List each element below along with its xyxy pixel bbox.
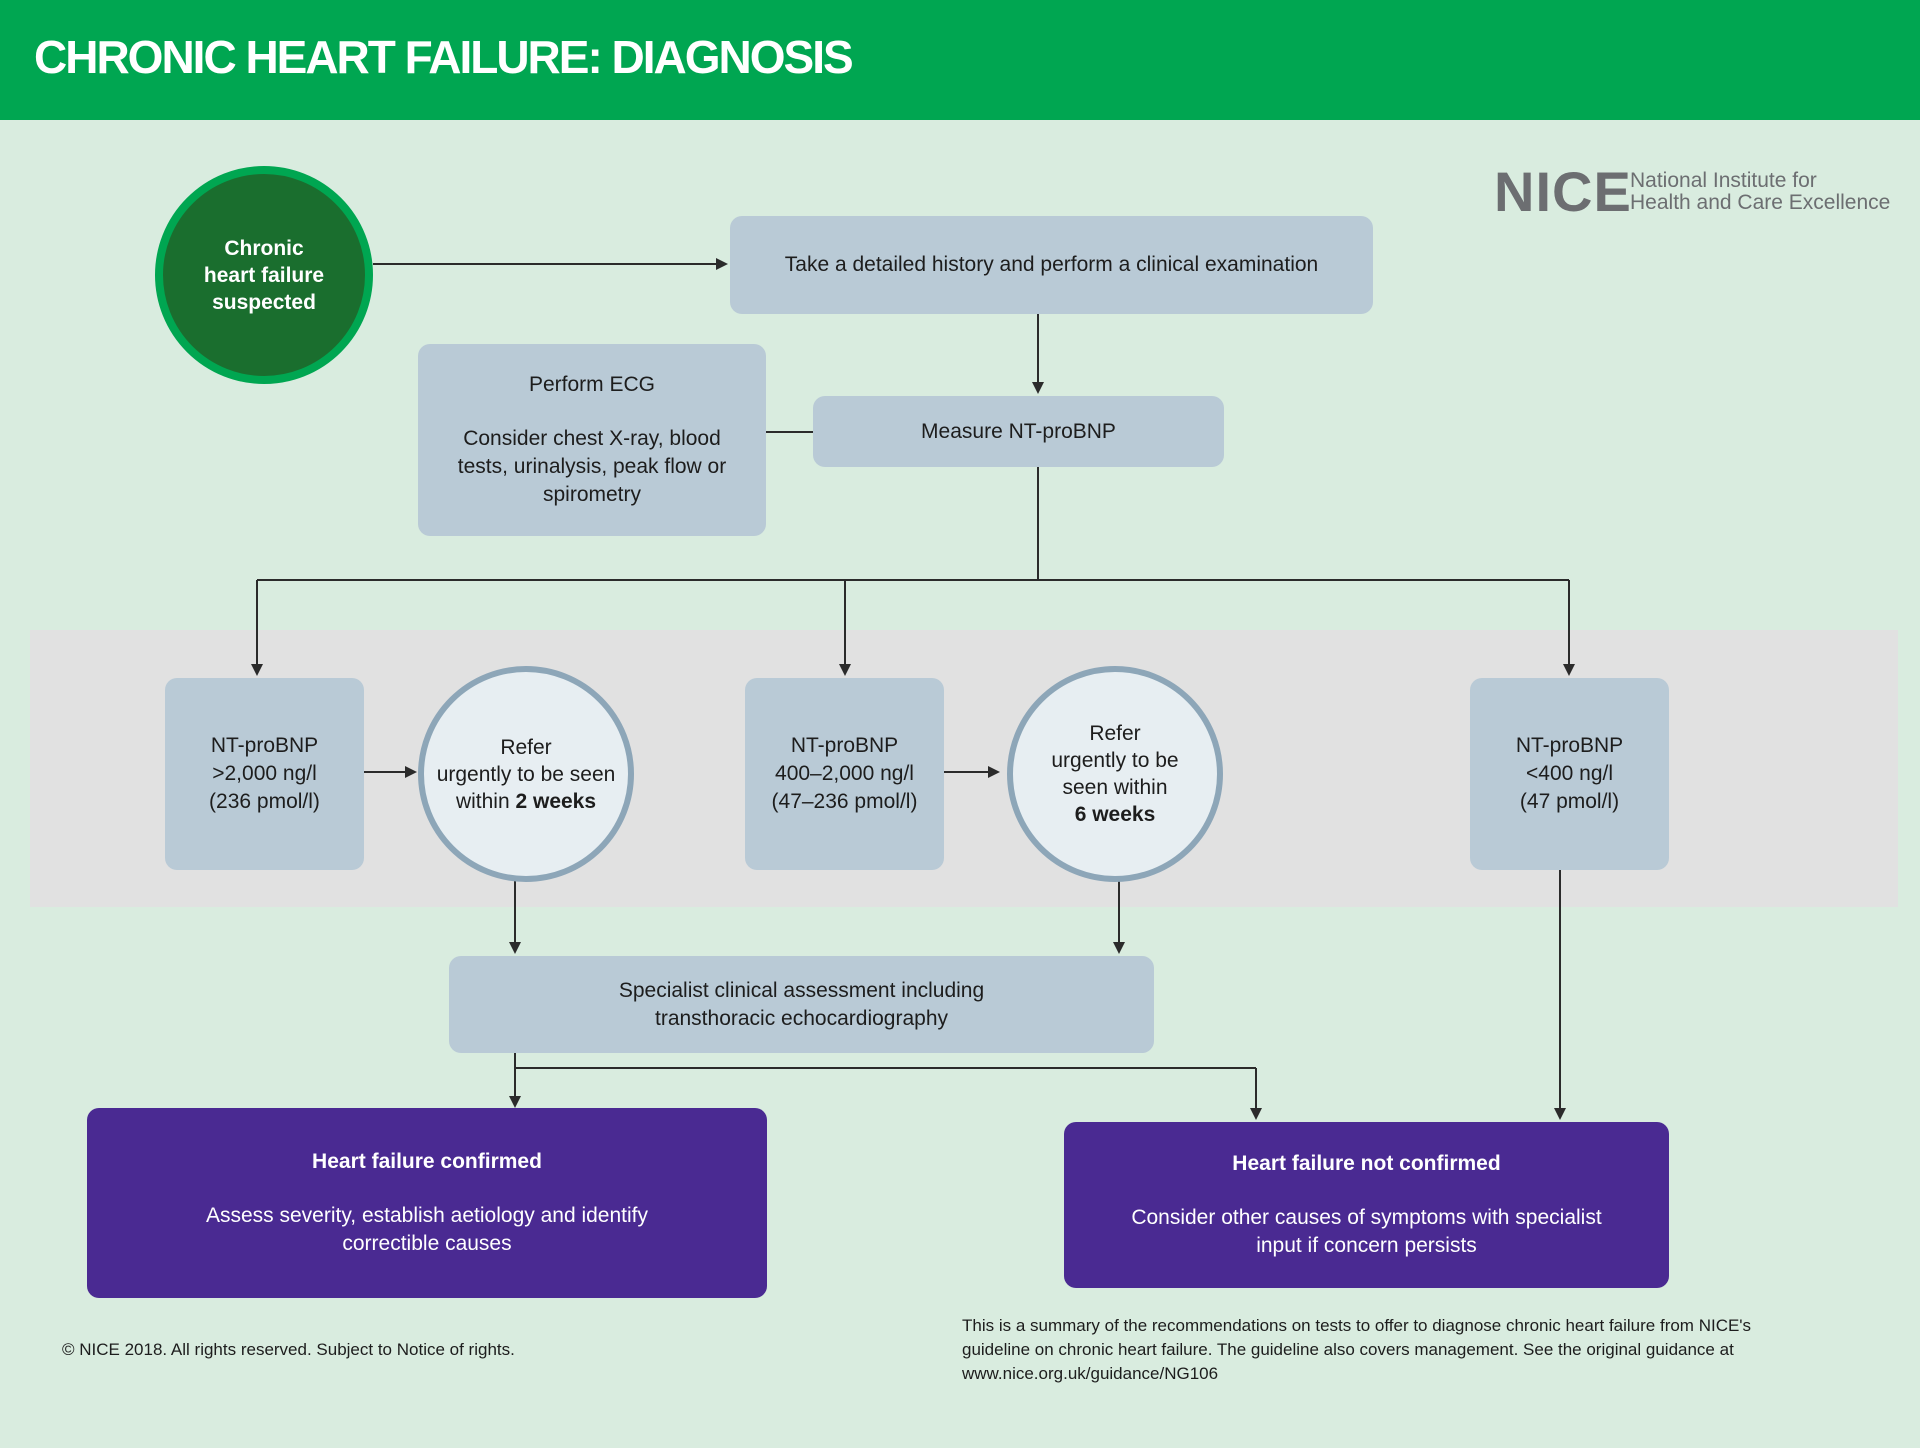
start-line-3: suspected (212, 290, 316, 314)
confirmed-title: Heart failure confirmed (312, 1150, 542, 1173)
note-line-2: guideline on chronic heart failure. The … (962, 1340, 1734, 1359)
specialist-line-1: Specialist clinical assessment including (618, 978, 985, 1002)
ecg-box: Perform ECG Consider chest X-ray, blood … (418, 344, 766, 536)
refer2-line-1: Refer (500, 735, 552, 759)
start-line-1: Chronic (224, 236, 304, 260)
mid-line-2: 400–2,000 ng/l (775, 762, 914, 785)
high-line-2: >2,000 ng/l (212, 762, 317, 785)
refer-6-weeks-circle: Refer urgently to be seen within 6 weeks (1007, 666, 1223, 882)
not-confirmed-box: Heart failure not confirmed Consider oth… (1064, 1122, 1669, 1288)
refer6-line-4: 6 weeks (1074, 803, 1156, 826)
logo-line-2: Health and Care Excellence (1630, 191, 1891, 214)
note-line-1: This is a summary of the recommendations… (962, 1316, 1752, 1335)
low-line-2: <400 ng/l (1526, 762, 1613, 785)
ecg-line-3: spirometry (542, 483, 642, 506)
not-confirmed-line-1: Consider other causes of symptoms with s… (1131, 1206, 1602, 1229)
mid-line-1: NT-proBNP (790, 734, 899, 757)
note-line-3: www.nice.org.uk/guidance/NG106 (962, 1364, 1219, 1383)
ecg-title: Perform ECG (528, 373, 656, 396)
page-title: CHRONIC HEART FAILURE: DIAGNOSIS (34, 31, 854, 83)
low-line-1: NT-proBNP (1515, 734, 1624, 757)
history-text: Take a detailed history and perform a cl… (784, 253, 1319, 276)
ecg-line-1: Consider chest X-ray, blood (463, 427, 721, 450)
high-threshold-box: NT-proBNP >2,000 ng/l (236 pmol/l) (165, 678, 364, 870)
low-threshold-box: NT-proBNP <400 ng/l (47 pmol/l) (1470, 678, 1669, 870)
specialist-line-2: transthoracic echocardiography (655, 1006, 948, 1030)
mid-line-3: (47–236 pmol/l) (771, 790, 918, 813)
logo-line-1: National Institute for (1630, 169, 1817, 192)
not-confirmed-line-2: input if concern persists (1256, 1234, 1477, 1257)
refer6-line-3: seen within (1062, 776, 1168, 799)
refer6-line-1: Refer (1089, 722, 1141, 745)
header-bar: CHRONIC HEART FAILURE: DIAGNOSIS (0, 0, 1920, 120)
refer6-line-2: urgently to be (1051, 749, 1179, 772)
high-line-3: (236 pmol/l) (209, 790, 320, 813)
logo-subtitle: National Institute for Health and Care E… (1630, 170, 1920, 214)
refer2-line-2: urgently to be seen (436, 762, 616, 786)
measure-text: Measure NT-proBNP (921, 419, 1116, 443)
low-line-3: (47 pmol/l) (1519, 790, 1620, 813)
refer2-line-3-prefix: within (455, 789, 516, 813)
confirmed-line-2: correctible causes (342, 1232, 512, 1255)
copyright-notice: © NICE 2018. All rights reserved. Subjec… (62, 1340, 515, 1359)
summary-note: This is a summary of the recommendations… (962, 1314, 1822, 1386)
ecg-line-2: tests, urinalysis, peak flow or (457, 455, 727, 478)
logo-mark: NICE (1494, 160, 1632, 223)
confirmed-box: Heart failure confirmed Assess severity,… (87, 1108, 767, 1298)
measure-box: Measure NT-proBNP (813, 396, 1224, 467)
high-line-1: NT-proBNP (210, 734, 319, 757)
mid-threshold-box: NT-proBNP 400–2,000 ng/l (47–236 pmol/l) (745, 678, 944, 870)
refer2-line-3-bold: 2 weeks (515, 789, 597, 813)
start-line-2: heart failure (203, 263, 325, 287)
confirmed-line-1: Assess severity, establish aetiology and… (205, 1204, 648, 1227)
not-confirmed-title: Heart failure not confirmed (1232, 1152, 1501, 1175)
refer2-line-3: within 2 weeks (456, 788, 596, 815)
start-circle: Chronic heart failure suspected (155, 166, 373, 384)
specialist-box: Specialist clinical assessment including… (449, 956, 1154, 1053)
refer-2-weeks-circle: Refer urgently to be seen within 2 weeks (418, 666, 634, 882)
history-box: Take a detailed history and perform a cl… (730, 216, 1373, 314)
